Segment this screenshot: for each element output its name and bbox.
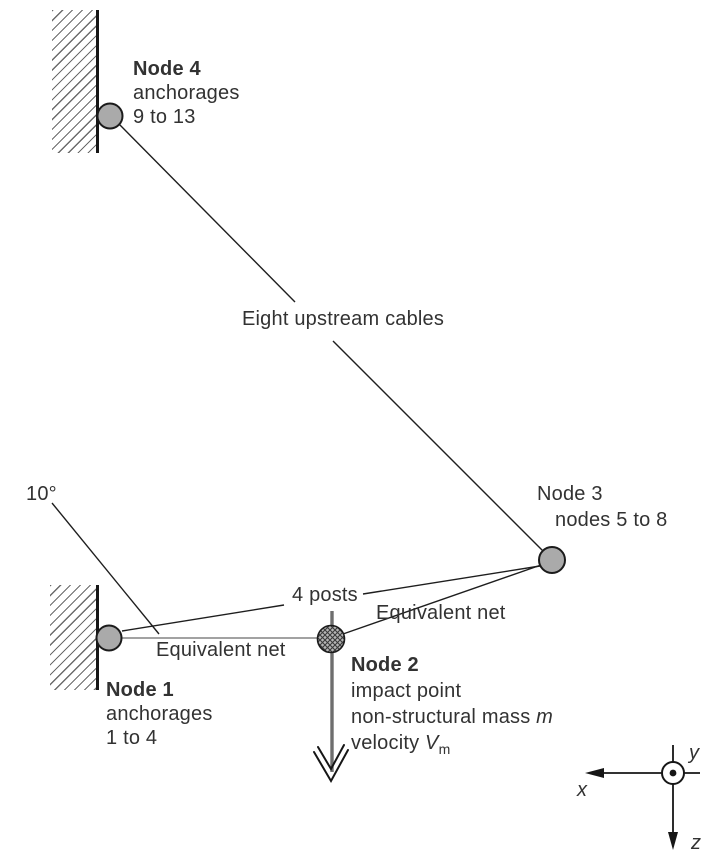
node2-marker [316, 624, 346, 654]
velocity-subscript: m [438, 741, 451, 757]
node4-title: Node 4 [133, 58, 201, 80]
angle-label: 10° [26, 483, 57, 505]
x-axis-label: x [577, 779, 588, 801]
node2-title: Node 2 [351, 654, 419, 676]
node2-line2: impact point [351, 680, 462, 702]
mass-symbol: m [536, 706, 554, 728]
node1-marker [95, 624, 123, 652]
equivalent-net-label-right: Equivalent net [376, 602, 506, 624]
node1-label: Node 1 anchorages 1 to 4 [106, 678, 213, 750]
velocity-arrowhead-icon [313, 749, 349, 784]
node4-sub2: 9 to 13 [133, 106, 196, 128]
node1-title: Node 1 [106, 679, 174, 701]
velocity-symbol: V [425, 732, 439, 754]
node2-label: Node 2 impact point non-structural mass … [351, 652, 553, 762]
node3-sub1: nodes 5 to 8 [555, 509, 668, 531]
y-axis-dot-icon [669, 769, 677, 777]
node4-sub1: anchorages [133, 82, 240, 104]
wall-hatch-top [52, 10, 99, 153]
node2-line3: non-structural mass m [351, 706, 554, 728]
node1-sub1: anchorages [106, 703, 213, 725]
node3-title: Node 3 [537, 483, 603, 505]
upstream-cables-line-upper [118, 123, 296, 303]
posts-line-left [121, 604, 285, 632]
velocity-arrowhead-inner-icon [317, 744, 345, 772]
axis-triad [585, 745, 700, 850]
upstream-cables-line-lower [332, 340, 544, 552]
node2-line4: velocity Vm [351, 732, 451, 757]
node4-label: Node 4 anchorages 9 to 13 [133, 57, 240, 129]
equivalent-net-label-left: Equivalent net [156, 639, 286, 661]
posts-line-right [362, 565, 541, 595]
z-axis-arrowhead-icon [668, 832, 678, 850]
node1-sub2: 1 to 4 [106, 727, 158, 749]
equivalent-net-line-right [342, 564, 542, 635]
z-axis-label: z [691, 832, 702, 854]
x-axis-arrowhead-icon [585, 768, 604, 778]
node3-marker [538, 546, 566, 574]
posts-label: 4 posts [292, 584, 358, 606]
y-axis-label: y [689, 742, 700, 764]
ten-degree-line [51, 502, 160, 635]
node4-marker [96, 102, 124, 130]
upstream-cables-label: Eight upstream cables [242, 308, 445, 330]
